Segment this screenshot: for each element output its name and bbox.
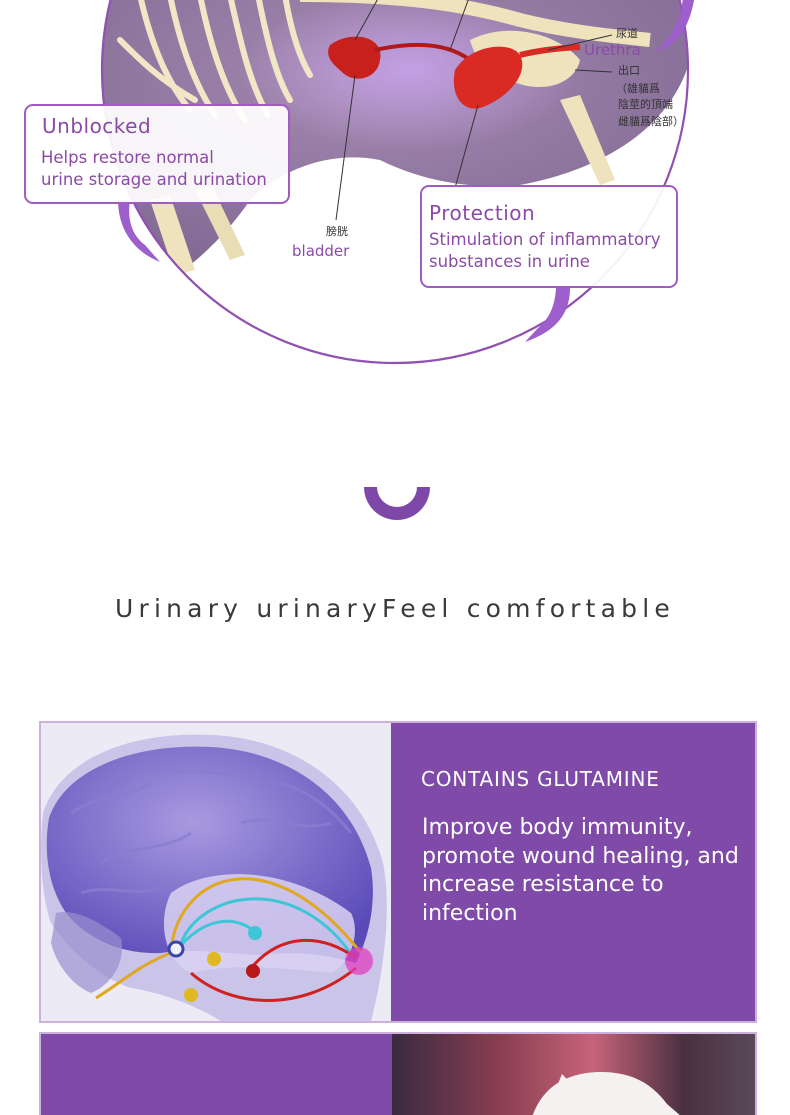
glutamine-body: Improve body immunity, promote wound hea…: [422, 815, 739, 926]
outlet-cn-label: 出口: [618, 64, 640, 77]
curved-arrow-icon: [525, 288, 570, 342]
half-circle-icon: [364, 487, 430, 520]
protection-title: Protection: [429, 201, 536, 225]
brain-illustration: [41, 723, 391, 1021]
outlet-note-3: 雌貓爲陰部）: [618, 115, 684, 128]
urethra-label: Urethra: [584, 41, 641, 59]
protection-callout: Protection Stimulation of inflammatory s…: [420, 185, 678, 288]
protection-body-line1: Stimulation of inflammatory: [429, 230, 661, 249]
outlet-note-2: 陰莖的頂端: [618, 98, 673, 111]
cat-urinary-anatomy-illustration: [100, 0, 695, 365]
protection-body-line2: substances in urine: [429, 252, 590, 271]
outlet-note-1: （雄貓爲: [616, 82, 660, 95]
unblocked-body-line2: urine storage and urination: [41, 170, 267, 189]
urethra-cn-label: 尿道: [616, 27, 638, 40]
cat-photo: [392, 1034, 755, 1115]
cat-photo-panel: [39, 1032, 757, 1115]
unblocked-callout: Unblocked Helps restore normal urine sto…: [24, 104, 290, 204]
bladder-cn-label: 膀胱: [326, 225, 348, 238]
unblocked-title: Unblocked: [42, 114, 152, 138]
unblocked-body-line1: Helps restore normal: [41, 148, 214, 167]
glutamine-heading: CONTAINS GLUTAMINE: [421, 767, 660, 791]
bladder-label: bladder: [292, 242, 350, 260]
curved-arrow-icon: [655, 0, 695, 52]
section-title: Urinary urinaryFeel comfortable: [115, 594, 675, 623]
glutamine-panel: CONTAINS GLUTAMINE Improve body immunity…: [39, 721, 757, 1023]
curved-arrow-icon: [118, 200, 160, 262]
